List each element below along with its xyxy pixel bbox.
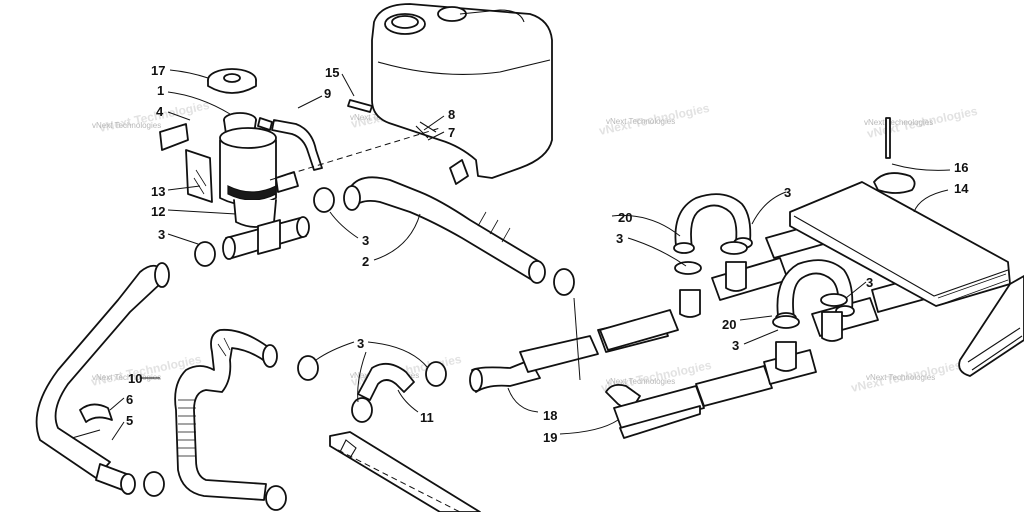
callout-15: 15 [325,65,339,80]
long-return-hose [35,262,170,495]
overflow-hose [271,119,323,171]
hose-clamps [143,187,848,511]
pressure-cap [207,68,257,94]
callout-20: 20 [722,317,736,332]
callout-16: 16 [954,160,968,175]
callout-3: 3 [784,185,791,200]
callout-3: 3 [616,231,623,246]
frame-rail [329,431,481,512]
callout-6: 6 [126,392,133,407]
coolant-reservoir-tank [371,3,553,185]
watermark: vNext Technologies [866,373,935,382]
leader-lines [109,69,951,441]
watermark: vNext Technologies [606,117,675,126]
callout-3: 3 [357,336,364,351]
callout-4: 4 [156,104,164,119]
callout-5: 5 [126,413,133,428]
watermark: vNext Technologies [92,373,161,382]
watermark: vNext Technologies [606,377,675,386]
hose-clip [79,403,113,423]
clamp-strap [185,149,213,203]
callout-3: 3 [362,233,369,248]
watermark: vNext Technologies [864,118,933,127]
callout-14: 14 [954,181,969,196]
upper-hose [343,176,546,284]
callout-3: 3 [732,338,739,353]
callout-12: 12 [151,204,165,219]
callout-numbers: 17 1 4 13 12 3 15 9 8 7 3 2 20 3 3 16 14… [126,63,969,445]
callout-3: 3 [158,227,165,242]
callout-9: 9 [324,86,331,101]
callout-11: 11 [420,410,434,425]
expansion-bottle [219,112,299,228]
bypass-hose [357,362,415,401]
grommet [873,172,916,194]
outlet-stubs [679,261,843,372]
callout-18: 18 [543,408,557,423]
callout-3: 3 [866,275,873,290]
callout-17: 17 [151,63,165,78]
corrugated-hose [174,328,278,501]
tee-fitting [222,216,310,260]
callout-2: 2 [362,254,369,269]
callout-10: 10 [128,371,142,386]
watermark: vNext Technologies [92,121,161,130]
callout-13: 13 [151,184,165,199]
reservoir-bolt [347,99,373,113]
callout-19: 19 [543,430,557,445]
decal [159,123,189,151]
callout-20: 20 [618,210,632,225]
callout-1: 1 [157,83,164,98]
bolt [885,117,891,159]
callout-7: 7 [448,125,455,140]
callout-8: 8 [448,107,455,122]
mounting-bracket [958,275,1024,377]
